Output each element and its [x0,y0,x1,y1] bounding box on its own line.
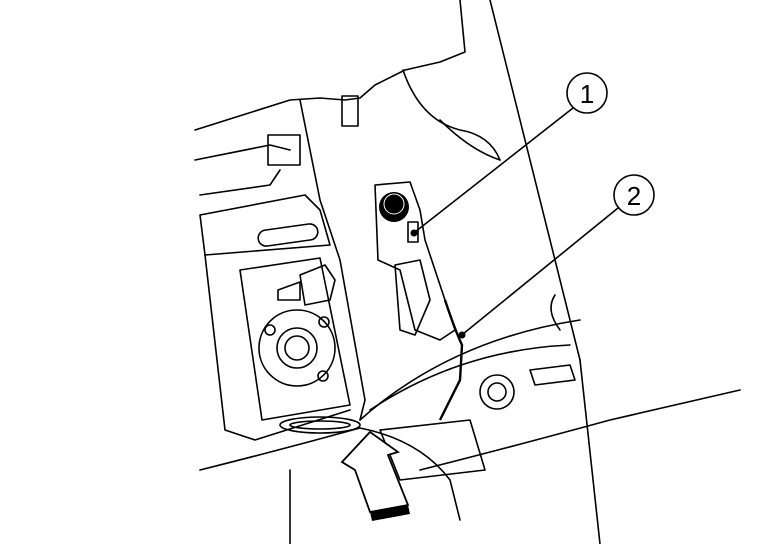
switch-assembly [374,181,464,421]
bracket [199,95,366,441]
callout-1-label: 1 [580,79,594,109]
direction-arrow [340,430,410,521]
callout-2: 2 [458,174,655,339]
lower-components [199,319,741,544]
body-panel [194,0,601,544]
callout-1: 1 [410,72,608,237]
callout-2-label: 2 [627,181,641,211]
